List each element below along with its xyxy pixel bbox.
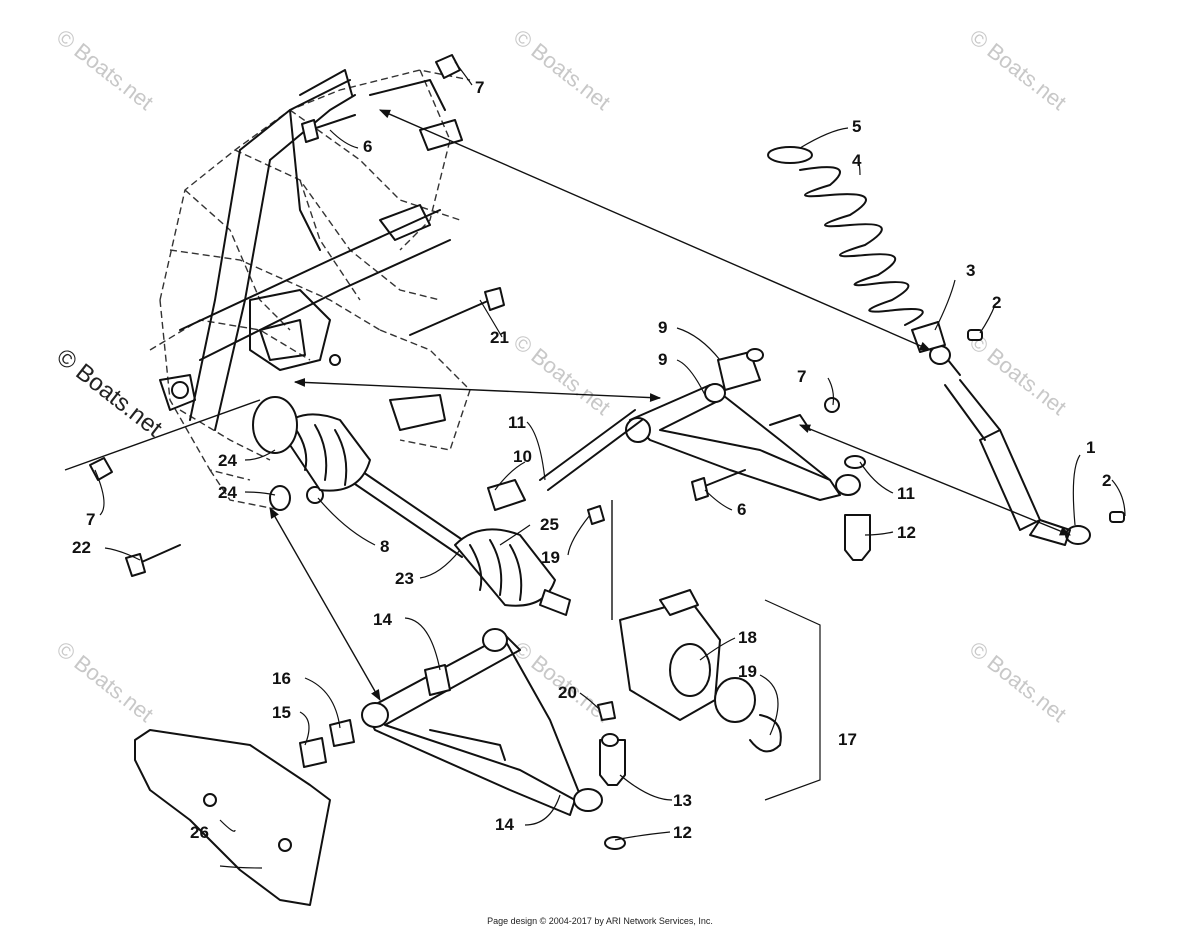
callout-6: 6 bbox=[737, 500, 746, 519]
callout-15: 16 bbox=[272, 669, 291, 688]
a-arm-sleeve bbox=[539, 409, 643, 491]
watermark-text: © Boats.net bbox=[965, 636, 1071, 727]
steering-knuckle bbox=[619, 589, 782, 753]
callout-22: 23 bbox=[395, 569, 414, 588]
leader-lines bbox=[94, 61, 1126, 869]
callout-7: 7 bbox=[86, 510, 95, 529]
callout-8: 9 bbox=[658, 350, 667, 369]
callout-12: 12 bbox=[897, 523, 916, 542]
callout-24: 24 bbox=[218, 483, 237, 502]
knuckle-group-bracket bbox=[764, 599, 821, 801]
callout-7: 7 bbox=[797, 367, 806, 386]
callout-12: 13 bbox=[673, 791, 692, 810]
callout-5: 5 bbox=[852, 117, 861, 136]
callout-4: 4 bbox=[852, 151, 862, 170]
callout-7: 8 bbox=[380, 537, 389, 556]
watermark-text: © Boats.net bbox=[51, 343, 167, 442]
bushings bbox=[967, 329, 1125, 523]
cv-washer bbox=[269, 485, 291, 511]
callout-numbers: 1 2 2 3 4 5 6 6 7 7 7 8 9 9 10 11 11 12 … bbox=[72, 78, 1111, 842]
callout-19: 19 bbox=[541, 548, 560, 567]
callout-25: 26 bbox=[190, 823, 209, 842]
callout-11: 12 bbox=[673, 823, 692, 842]
lower-arm-bushings bbox=[299, 664, 451, 768]
callout-11: 11 bbox=[897, 484, 915, 503]
spring-retainer bbox=[767, 146, 813, 164]
skid-plate bbox=[134, 729, 331, 906]
callout-13: 14 bbox=[495, 815, 514, 834]
lower-a-arm bbox=[361, 628, 603, 816]
footer-credit: Page design © 2004-2017 by ARI Network S… bbox=[487, 916, 713, 926]
callout-6: 6 bbox=[363, 137, 372, 156]
callout-21: 22 bbox=[72, 538, 91, 557]
watermarks: © Boats.net © Boats.net © Boats.net © Bo… bbox=[51, 24, 1071, 727]
callout-19: 20 bbox=[558, 683, 577, 702]
callout-20: 21 bbox=[490, 328, 509, 347]
callout-7: 7 bbox=[475, 78, 484, 97]
callout-9: 9 bbox=[658, 318, 667, 337]
callout-1: 1 bbox=[1086, 438, 1095, 457]
callout-2: 2 bbox=[992, 293, 1001, 312]
watermark-text: © Boats.net bbox=[965, 24, 1071, 115]
callout-14: 14 bbox=[373, 610, 392, 629]
watermark-text: © Boats.net bbox=[52, 636, 158, 727]
callout-3: 3 bbox=[966, 261, 975, 280]
assembly-arrows bbox=[64, 109, 1072, 701]
watermark-text: © Boats.net bbox=[509, 24, 615, 115]
callout-18: 19 bbox=[738, 662, 757, 681]
watermark-text: © Boats.net bbox=[52, 24, 158, 115]
callout-14: 15 bbox=[272, 703, 291, 722]
callout-2: 2 bbox=[1102, 471, 1111, 490]
drive-axle bbox=[252, 396, 571, 616]
watermark-text: © Boats.net bbox=[509, 329, 615, 420]
callout-23: 24 bbox=[218, 451, 237, 470]
callout-17: 18 bbox=[738, 628, 757, 647]
callout-10: 11 bbox=[508, 413, 526, 432]
callout-16: 17 bbox=[838, 730, 857, 749]
callout-24: 25 bbox=[540, 515, 559, 534]
callout-9: 10 bbox=[513, 447, 532, 466]
